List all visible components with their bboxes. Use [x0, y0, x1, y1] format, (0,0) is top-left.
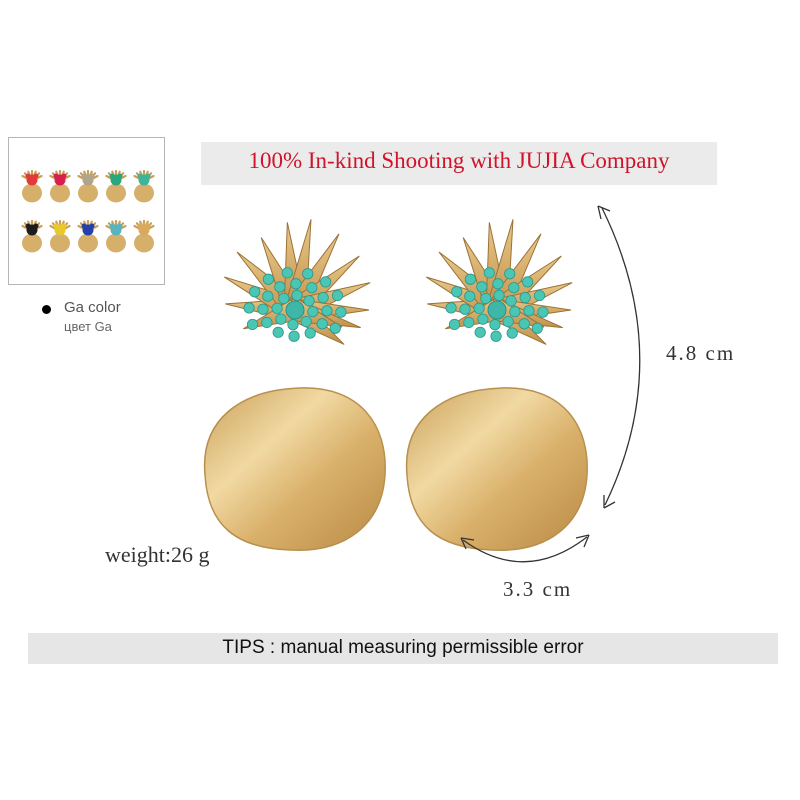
- thumbnail-pineapple: [21, 169, 43, 203]
- earring-bead: [459, 303, 471, 315]
- earring-bead: [480, 292, 492, 305]
- earring-bead: [274, 281, 286, 293]
- earring-bead: [278, 292, 290, 305]
- earring-bead: [523, 305, 535, 317]
- variant-label: Ga color: [64, 299, 121, 316]
- earring-bead: [477, 313, 489, 325]
- earring-bead: [464, 290, 476, 302]
- earring-bead: [476, 281, 488, 293]
- thumbnail-pineapple: [105, 219, 127, 253]
- earring-bead: [304, 327, 316, 339]
- height-arrow-head-top: [597, 205, 611, 220]
- earring-bead: [473, 302, 485, 314]
- variant-thumbnail[interactable]: [8, 137, 165, 285]
- earring-bead: [464, 273, 476, 285]
- earring-bead: [262, 273, 274, 285]
- variant-sublabel: цвет Ga: [64, 319, 112, 334]
- earring-bead: [329, 322, 341, 334]
- earring-bead: [271, 302, 283, 314]
- earring-right: [405, 219, 588, 551]
- earring-bead: [291, 289, 303, 301]
- variant-thumbnail-grid: [21, 169, 155, 253]
- tips-text: TIPS : manual measuring permissible erro…: [222, 637, 584, 658]
- earring-bead: [448, 318, 461, 331]
- earring-bead: [272, 326, 284, 338]
- earring-bead: [320, 276, 332, 288]
- earring-bead: [518, 318, 530, 330]
- earring-bead: [537, 306, 549, 318]
- earring-bead: [261, 316, 273, 329]
- earring-bead: [257, 303, 269, 315]
- earring-bead: [316, 318, 328, 330]
- earring-bead: [262, 290, 274, 302]
- height-arrow-head-bottom: [603, 495, 616, 509]
- thumbnail-pineapple: [21, 219, 43, 253]
- earring-bead: [246, 318, 259, 331]
- earring-bead: [335, 306, 347, 318]
- height-arrow: [601, 207, 641, 506]
- thumbnail-pineapple: [133, 219, 155, 253]
- earring-bead: [502, 315, 514, 328]
- thumbnail-pineapple: [49, 169, 71, 203]
- earring-bead: [275, 313, 287, 325]
- weight-label: weight:26 g: [105, 542, 210, 567]
- earring-bead: [451, 286, 463, 298]
- thumbnail-pineapple: [49, 219, 71, 253]
- earring-bead: [522, 276, 534, 288]
- width-arrow-head-left: [460, 537, 475, 550]
- height-dimension-label: 4.8 cm: [666, 341, 736, 365]
- earring-bead: [321, 305, 333, 317]
- earring-bead: [317, 291, 329, 304]
- earring-bead: [290, 278, 302, 290]
- earring-bead: [281, 267, 293, 279]
- variant-bullet-icon: [42, 305, 51, 314]
- tips-bar: [28, 633, 778, 664]
- earring-bead: [493, 289, 505, 301]
- earring-bead: [288, 330, 300, 342]
- earring-bead: [303, 295, 315, 307]
- thumbnail-pineapple: [77, 219, 99, 253]
- width-dimension-label: 3.3 cm: [503, 577, 573, 601]
- earring-bead: [483, 267, 495, 279]
- earring-body: [203, 387, 386, 551]
- earring-bead: [331, 289, 344, 302]
- earring-bead: [508, 282, 520, 294]
- earring-bead: [445, 302, 457, 314]
- earring-bead: [302, 268, 314, 280]
- earring-bead: [249, 286, 261, 298]
- earring-bead: [287, 319, 299, 331]
- earring-bead: [509, 306, 521, 318]
- earring-bead: [243, 302, 255, 314]
- earring-bead: [533, 289, 546, 302]
- earring-center-bead: [285, 300, 305, 320]
- earring-body: [405, 387, 588, 551]
- earring-bead: [531, 322, 543, 334]
- earring-left: [203, 219, 386, 551]
- earring-bead: [489, 319, 501, 331]
- earring-bead: [463, 316, 475, 329]
- width-arrow-head-right: [575, 534, 590, 548]
- thumbnail-pineapple: [105, 169, 127, 203]
- earring-center-bead: [487, 300, 507, 320]
- earring-bead: [506, 327, 518, 339]
- earring-bead: [307, 306, 319, 318]
- earring-bead: [504, 268, 516, 280]
- thumbnail-pineapple: [77, 169, 99, 203]
- earring-bead: [300, 315, 312, 328]
- banner-background: [201, 142, 717, 185]
- earring-bead: [306, 282, 318, 294]
- earring-bead: [492, 278, 504, 290]
- earring-bead: [490, 330, 502, 342]
- earring-bead: [519, 291, 531, 304]
- banner-text: 100% In-kind Shooting with JUJIA Company: [248, 148, 670, 173]
- earring-bead: [474, 326, 486, 338]
- earring-bead: [505, 295, 517, 307]
- thumbnail-pineapple: [133, 169, 155, 203]
- width-arrow: [462, 536, 588, 563]
